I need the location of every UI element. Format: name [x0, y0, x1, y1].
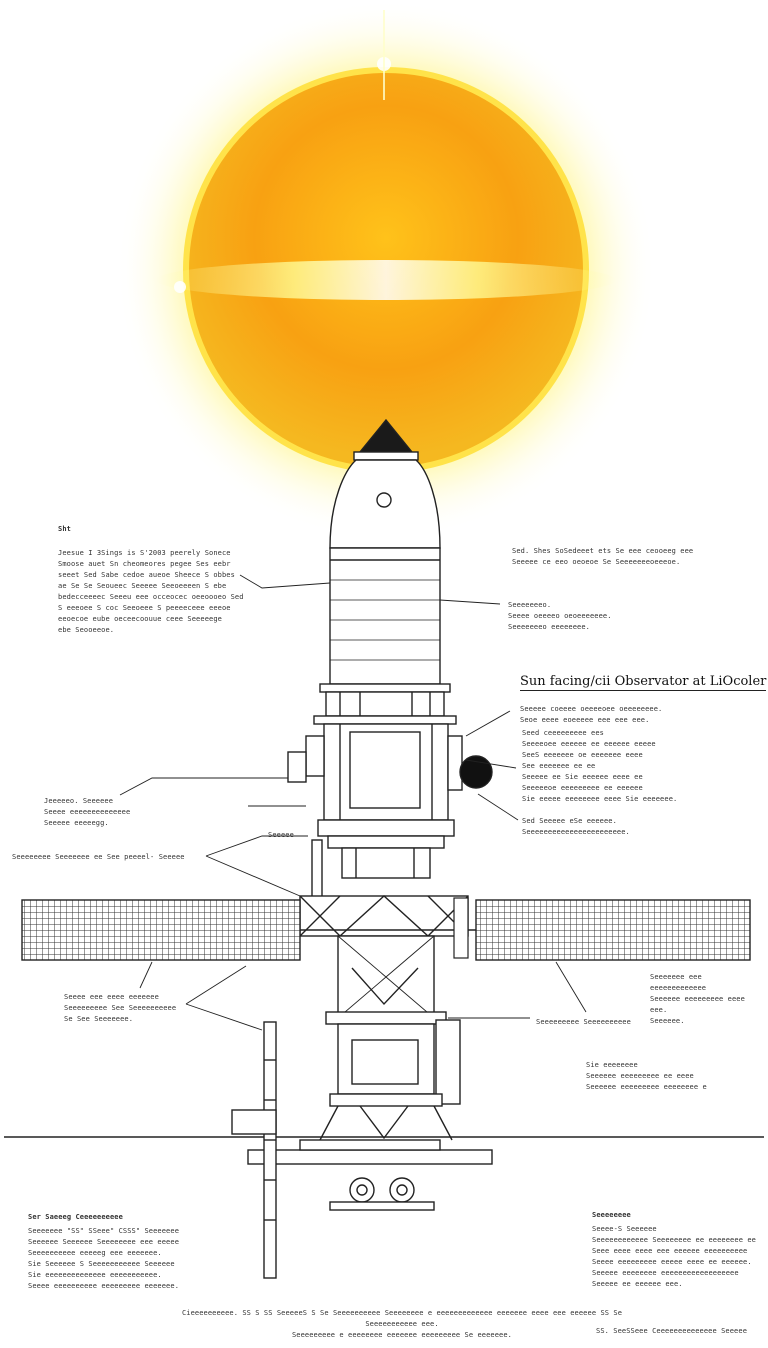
left-mid-small-note: Seeeee [268, 831, 294, 839]
mid-right-note: Seeeeeeeo. Seeee oeeeeo oeoeeeeeee. Seee… [508, 601, 612, 631]
solar-panel-left [21, 899, 301, 961]
solar-panel-right [475, 899, 751, 961]
top-left-heading: Sht [58, 525, 71, 533]
left-low-note: Seeee eee eeee eeeeeee Seeeeeeeee See Se… [64, 993, 177, 1023]
left-mid-line-note: Seeeeeeee Seeeeeee ee See peeeel- Seeeee [12, 853, 185, 861]
footer-right-note: SS. SeeSSeee Ceeeeeeeeeeeeee Seeeee [596, 1327, 748, 1335]
right-block2-note: Sed Seeeee eSe eeeeee. Seeeeeeeeeeeeeeee… [522, 817, 630, 836]
spacecraft [231, 418, 493, 1279]
bottom-left-note: Seeeeeee "SS" SSeee" CSSS" Seeeeeee Seee… [28, 1227, 180, 1290]
right-block-note: Seed ceeeeeeeee ees Seeeeoee eeeeee ee e… [522, 729, 678, 803]
right-center-note: Seeeeeeeee Seeeeeeeeee [536, 1018, 631, 1026]
top-right-note: Sed. Shes SoSedeeet ets Se eee ceooeeg e… [512, 547, 694, 566]
sun [116, 0, 656, 540]
top-left-note: Jeesue I 3Sings is S'2003 peerely Sonece… [58, 549, 244, 634]
under-title-note: Seeeee coeeee oeeeeoee oeeeeeeee. Seoe e… [520, 705, 663, 724]
bottom-right-heading: Seeeeeeee [592, 1211, 631, 1219]
right-low-note: Seeeeeee eee eeeeeeeeeeeee Seeeeee eeeee… [650, 973, 745, 1025]
left-mid-note: Jeeeeeo. Seeeeee Seeee eeeeeeeeeeeeee Se… [44, 797, 131, 827]
solar-panels [21, 897, 751, 961]
diagram-title: Sun facing/cii Observator at LiOcoler [520, 674, 767, 691]
bottom-right-note: Seeee-S Seeeeee Seeeeeeeeeeee Seeeeeeee … [592, 1225, 756, 1288]
leader-lines [119, 574, 587, 1031]
right-lower-note: Sie eeeeeeee Seeeeee eeeeeeeee ee eeee S… [586, 1061, 707, 1091]
bottom-left-heading: Ser Saeeeg Ceeeeeeeeee [28, 1213, 123, 1221]
footer-note: Cieeeeeeeeee. SS S SS SeeeeeS S Se Seeee… [181, 1309, 623, 1339]
